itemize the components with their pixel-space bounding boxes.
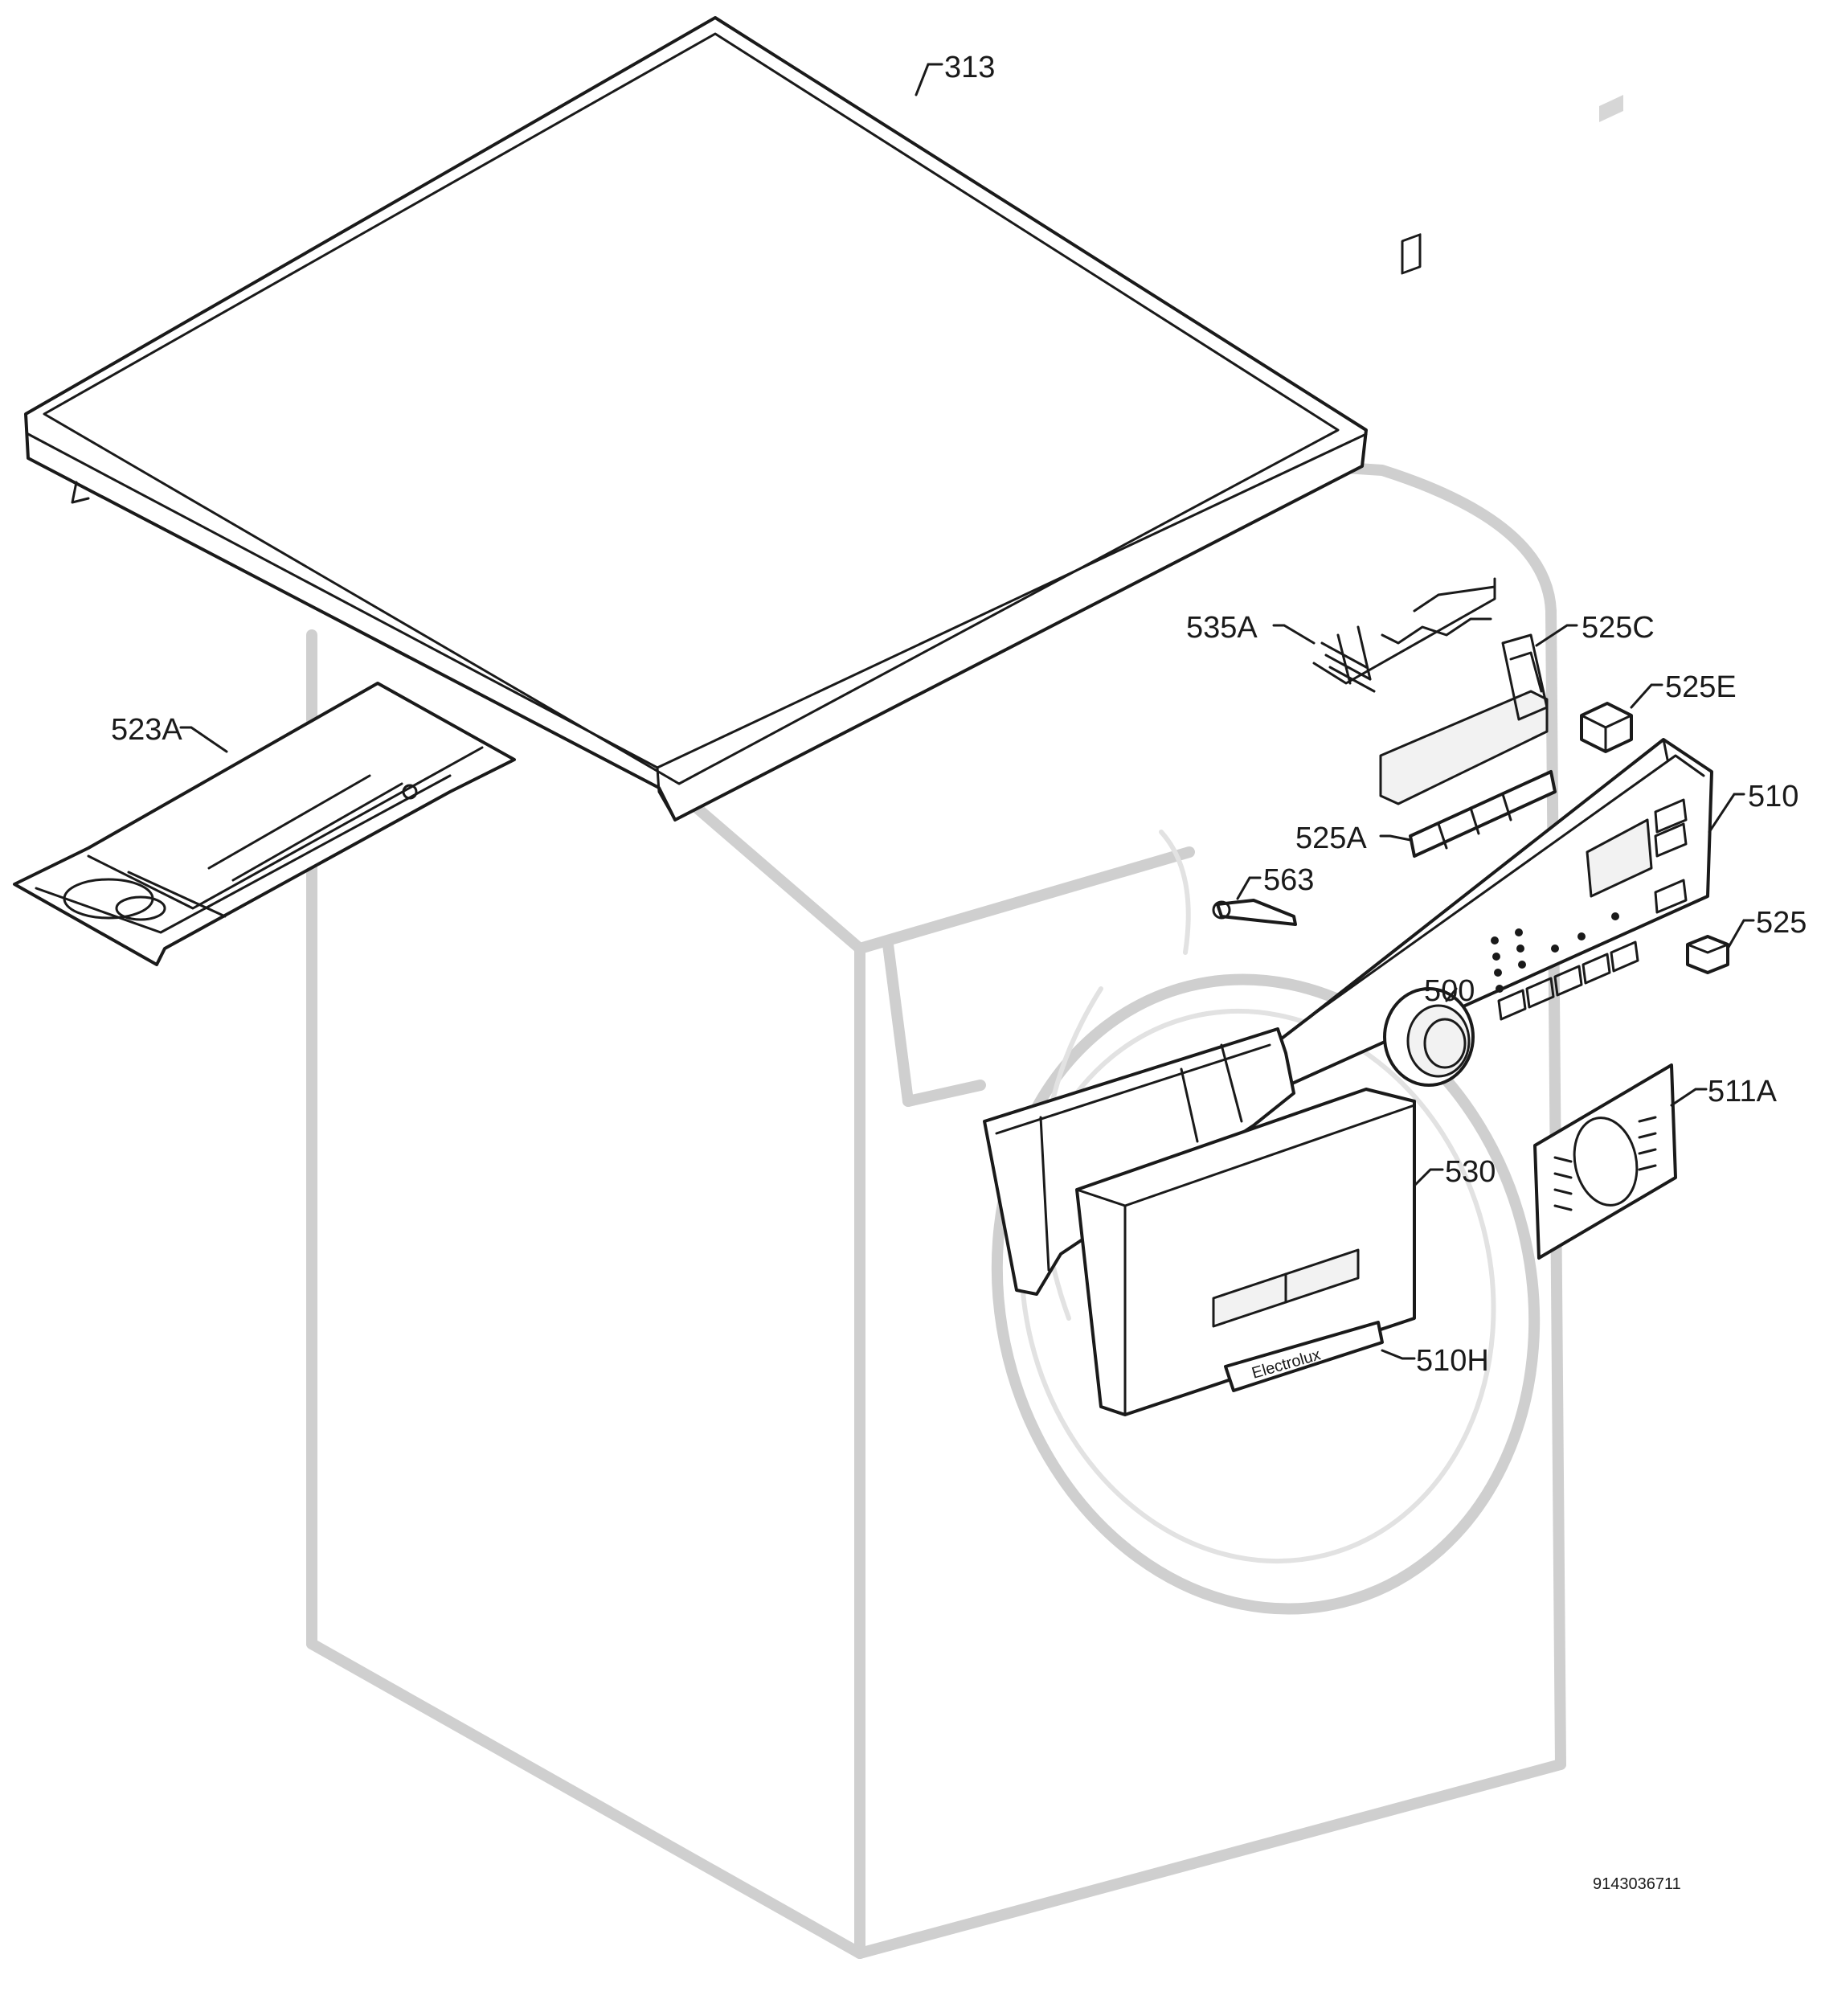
- switch-525: [1686, 935, 1729, 974]
- callout-510: 510: [1748, 780, 1798, 813]
- callout-530: 530: [1445, 1155, 1496, 1189]
- callout-523A: 523A: [111, 713, 182, 747]
- knob-500: [1383, 987, 1475, 1087]
- light-pipe-563: [1212, 899, 1297, 926]
- callout-510H: 510H: [1416, 1344, 1489, 1378]
- cabinet-ghost: [306, 416, 1566, 1959]
- callout-525C: 525C: [1582, 611, 1655, 645]
- drawer-rail: [13, 682, 516, 966]
- callout-525: 525: [1756, 906, 1807, 940]
- document-number: 9143036711: [1593, 1875, 1681, 1893]
- button-525E: [1580, 702, 1633, 753]
- switch-array-535A: [1312, 577, 1496, 693]
- control-panel-510: [1240, 95, 1713, 1099]
- callout-500: 500: [1424, 974, 1475, 1008]
- detergent-drawer-530: [983, 1027, 1416, 1416]
- worktop-lid: [24, 16, 1368, 822]
- leader-lines: [179, 63, 1755, 1360]
- callout-525A: 525A: [1295, 822, 1367, 855]
- callouts: 313 523A 535A 525C 525E 510 525A 563 525…: [111, 51, 1807, 1378]
- button-strip-525A: [1409, 770, 1557, 858]
- callout-535A: 535A: [1186, 611, 1258, 645]
- callout-525E: 525E: [1665, 670, 1737, 704]
- pcb-bracket-525C: [1379, 233, 1549, 805]
- callout-563: 563: [1263, 863, 1314, 897]
- callout-313: 313: [944, 51, 995, 84]
- callout-511A: 511A: [1708, 1075, 1778, 1108]
- label-511A: [1533, 1063, 1677, 1260]
